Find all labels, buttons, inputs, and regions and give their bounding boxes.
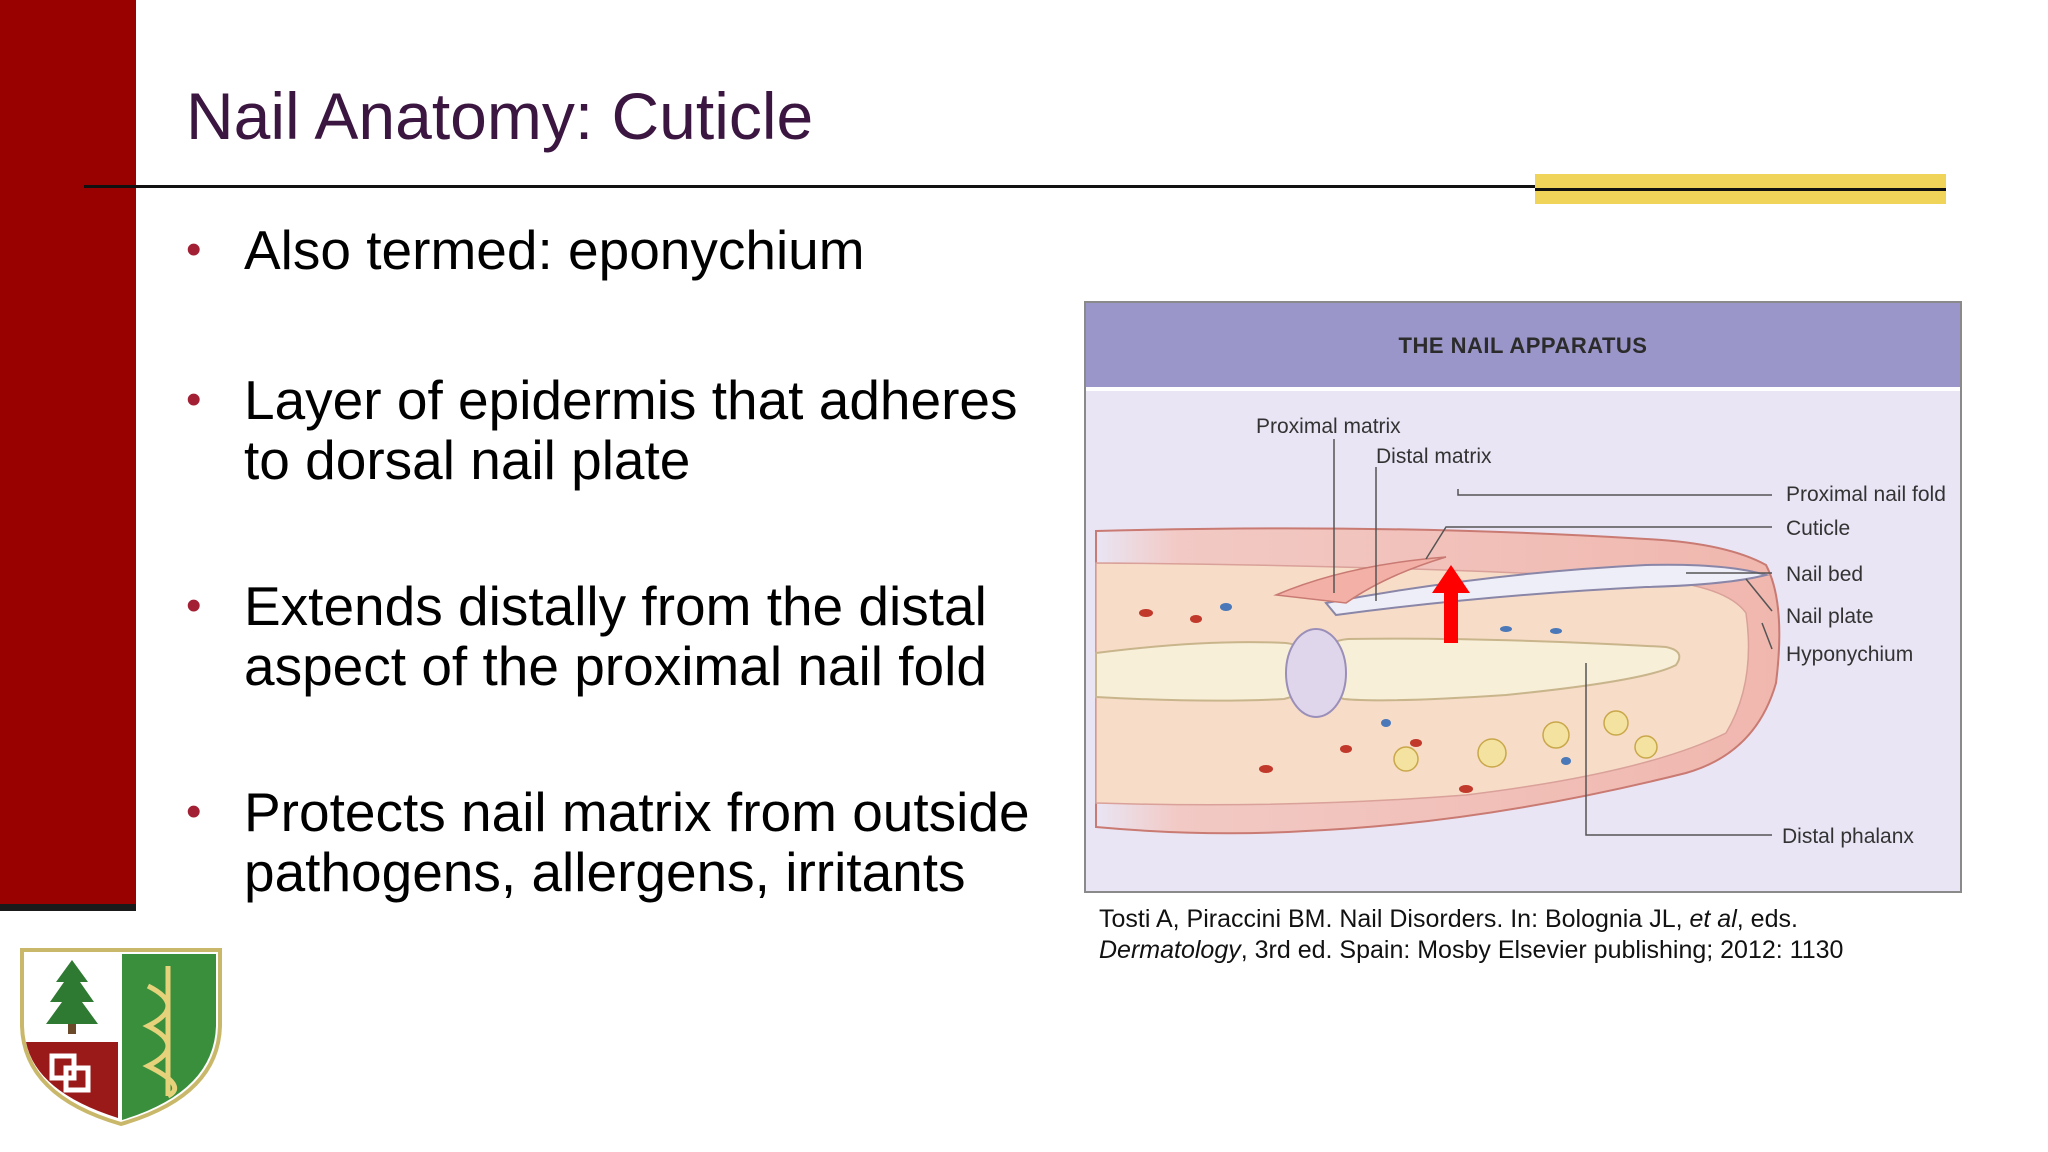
bullet-item: • Also termed: eponychium — [186, 220, 1046, 280]
nail-plate — [1324, 563, 1770, 617]
label-distal-matrix: Distal matrix — [1376, 445, 1492, 468]
middle-phalanx-bone — [1095, 641, 1314, 702]
citation-text-end: , eds. — [1736, 905, 1798, 933]
left-sidebar-bar — [0, 0, 136, 904]
leader-lines — [1333, 439, 1773, 836]
slide-title: Nail Anatomy: Cuticle — [186, 79, 814, 153]
distal-phalanx-bone — [1325, 637, 1681, 702]
label-nail-plate: Nail plate — [1786, 605, 1874, 628]
vessel-cells — [1220, 603, 1571, 765]
joint-capsule — [1285, 628, 1347, 718]
citation-text: Tosti A, Piraccini BM. Nail Disorders. I… — [1099, 905, 1690, 933]
bullet-text: Extends distally from the distal aspect … — [244, 575, 987, 697]
accent-divider — [1535, 188, 1946, 191]
blood-vessels — [1139, 609, 1473, 793]
figure-citation: Tosti A, Piraccini BM. Nail Disorders. I… — [1099, 904, 1959, 966]
citation-line-1: Tosti A, Piraccini BM. Nail Disorders. I… — [1099, 904, 1959, 935]
nail-anatomy-illustration: Proximal matrix Distal matrix Proximal n… — [1095, 415, 1946, 848]
bullet-item: • Extends distally from the distal aspec… — [186, 576, 1046, 696]
citation-line-2: Dermatology, 3rd ed. Spain: Mosby Elsevi… — [1099, 935, 1959, 966]
label-hyponychium: Hyponychium — [1786, 643, 1913, 666]
tree-icon — [46, 960, 98, 1034]
title-divider — [84, 185, 1946, 188]
label-proximal-matrix: Proximal matrix — [1256, 415, 1401, 438]
caduceus-icon — [142, 966, 178, 1099]
bullet-dot: • — [186, 787, 202, 836]
bullet-dot: • — [186, 225, 202, 274]
label-proximal-nail-fold: Proximal nail fold — [1786, 483, 1946, 506]
cuticle-arrow — [1432, 565, 1470, 643]
citation-et-al: et al — [1689, 905, 1737, 933]
bullet-dot: • — [186, 581, 202, 630]
figure-title: THE NAIL APPARATUS — [1398, 333, 1648, 358]
nail-apparatus-figure: Proximal matrix Distal matrix Proximal n… — [1084, 301, 1962, 893]
bullet-item: • Protects nail matrix from outside path… — [186, 782, 1046, 902]
label-cuticle: Cuticle — [1786, 517, 1850, 540]
citation-book-title: Dermatology — [1099, 936, 1241, 964]
bullet-item: • Layer of epidermis that adheres to dor… — [186, 370, 1046, 490]
sidebar-bottom-rule — [0, 904, 136, 911]
label-distal-phalanx: Distal phalanx — [1782, 825, 1914, 848]
label-nail-bed: Nail bed — [1786, 563, 1863, 586]
figure-header: THE NAIL APPARATUS — [1086, 303, 1960, 391]
fat-lobules — [1393, 710, 1658, 772]
institution-shield-logo — [20, 948, 222, 1127]
bullet-text: Protects nail matrix from outside pathog… — [244, 781, 1030, 903]
bullet-text: Also termed: eponychium — [244, 219, 865, 281]
bullet-dot: • — [186, 375, 202, 424]
bullet-text: Layer of epidermis that adheres to dorsa… — [244, 369, 1018, 491]
proximal-nail-fold — [1273, 556, 1447, 604]
crest-glyph-icon — [49, 1053, 91, 1093]
citation-publisher: , 3rd ed. Spain: Mosby Elsevier publishi… — [1240, 936, 1844, 964]
